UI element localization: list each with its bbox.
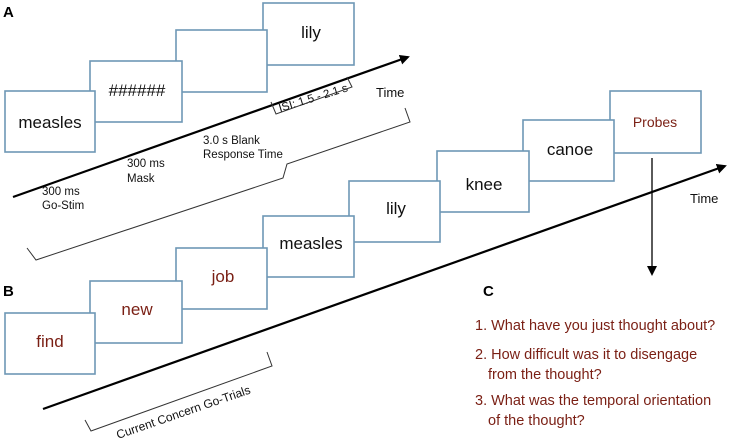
mask-time: 300 ms <box>127 158 165 170</box>
word-find: find <box>36 332 63 351</box>
trial-box-mask <box>89 60 183 123</box>
go-stim-label: Go-Stim <box>42 200 84 212</box>
trial-box-measles-b <box>262 215 355 278</box>
question-1: 1. What have you just thought about? <box>475 318 715 334</box>
trial-box-lily-b <box>348 180 441 243</box>
trial-zoom-bracket <box>26 107 411 261</box>
time-arrow-b <box>42 163 727 411</box>
panel-label-a: A <box>3 4 14 21</box>
trial-box-measles <box>4 90 96 153</box>
panel-label-c: C <box>483 283 494 300</box>
question-3-line-2: of the thought? <box>488 413 585 429</box>
blank-time: 3.0 s Blank <box>203 135 260 147</box>
mask-label: Mask <box>127 173 155 185</box>
word-measles-a: measles <box>18 113 81 132</box>
panel-c-questions: 1. What have you just thought about? 2. … <box>475 318 715 429</box>
isi-bracket <box>270 76 353 115</box>
trial-box-knee <box>436 150 530 213</box>
word-measles-b: measles <box>279 234 342 253</box>
time-arrow-a <box>12 54 410 199</box>
word-lily-a: lily <box>301 23 321 42</box>
trial-box-new <box>89 280 183 344</box>
word-new: new <box>121 300 153 319</box>
question-2-line-1: 2. How difficult was it to disengage <box>475 347 697 363</box>
trial-box-job <box>175 247 268 310</box>
trial-box-find <box>4 312 96 375</box>
time-label-b: Time <box>690 191 718 206</box>
panel-b-sequence: find new job measles lily knee canoe Pro… <box>4 90 727 441</box>
probes-label: Probes <box>633 114 677 130</box>
trial-box-probes <box>609 90 702 154</box>
word-lily-b: lily <box>386 199 406 218</box>
panel-label-b: B <box>3 283 14 300</box>
word-knee: knee <box>466 175 503 194</box>
blank-label: Response Time <box>203 149 283 161</box>
current-concern-bracket <box>84 351 273 432</box>
question-2-line-2: from the thought? <box>488 367 602 383</box>
trial-box-blank <box>175 29 268 93</box>
trial-box-canoe <box>522 119 615 182</box>
mask-symbols: ###### <box>109 81 166 100</box>
go-stim-time: 300 ms <box>42 186 80 198</box>
current-concern-label: Current Concern Go-Trials <box>114 383 252 441</box>
word-job: job <box>211 267 235 286</box>
question-3-line-1: 3. What was the temporal orientation <box>475 393 711 409</box>
time-label-a: Time <box>376 85 404 100</box>
trial-box-lily <box>262 2 355 66</box>
word-canoe: canoe <box>547 140 593 159</box>
